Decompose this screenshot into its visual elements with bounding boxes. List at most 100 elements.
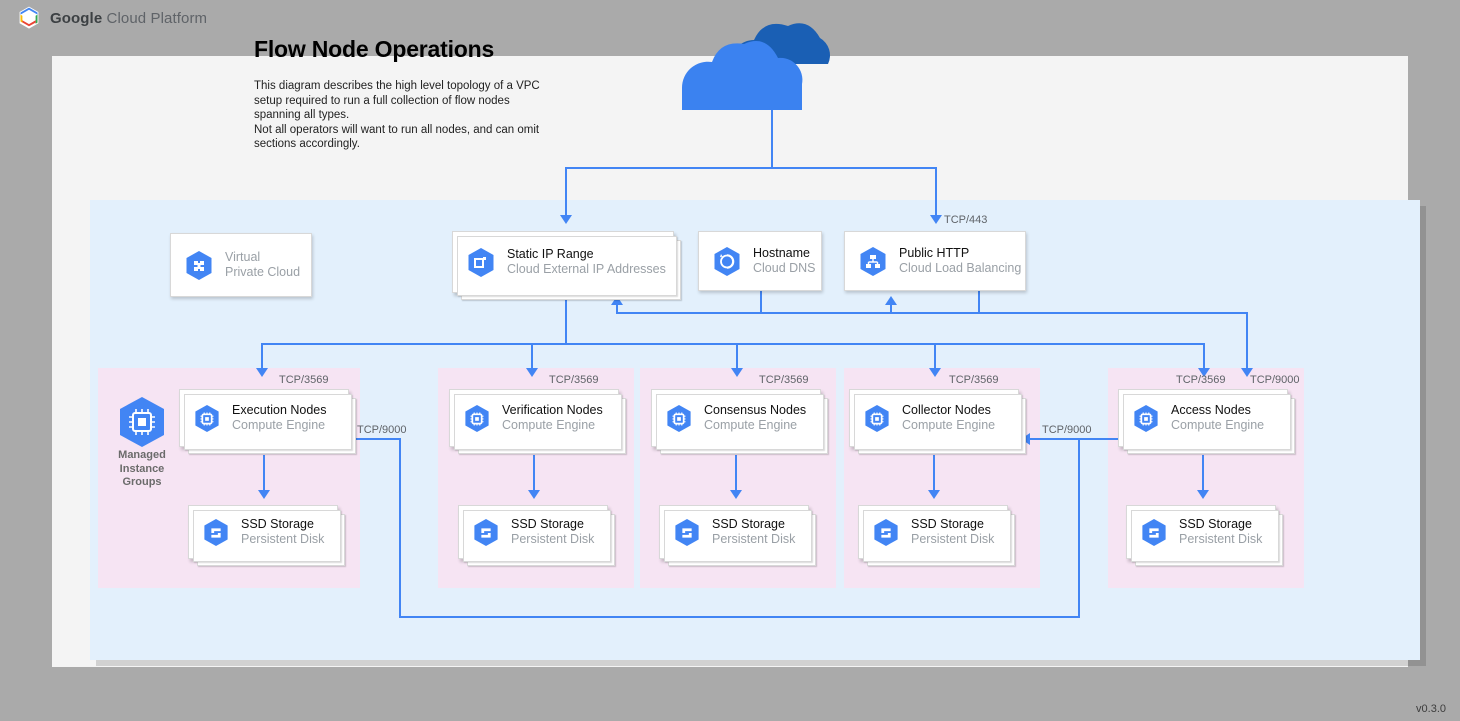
card-subtitle: Compute Engine	[232, 418, 326, 432]
node-card-ssd-storage-collector[interactable]: SSD Storage Persistent Disk	[858, 505, 1015, 566]
card-subtitle: Private Cloud	[225, 265, 301, 279]
connector-execution-to-ssd	[263, 455, 265, 493]
node-card-ssd-storage-verification[interactable]: SSD Storage Persistent Disk	[458, 505, 615, 566]
node-card-verification-nodes[interactable]: Verification Nodes Compute Engine	[449, 389, 626, 454]
card-text: Collector Nodes Compute Engine	[902, 403, 995, 433]
port-label-access-3569: TCP/3569	[1176, 374, 1226, 386]
connector-staticip-down	[565, 292, 567, 343]
connector-collector-to-ssd	[933, 455, 935, 493]
node-card-access-nodes[interactable]: Access Nodes Compute Engine	[1118, 389, 1295, 454]
connector-bus-to-verification	[531, 343, 533, 371]
arrowhead-cloud-to-staticip	[560, 215, 572, 224]
arrowhead-collector-3569	[929, 368, 941, 377]
connector-consensus-to-ssd	[735, 455, 737, 493]
compute-engine-icon	[667, 404, 691, 432]
card-text: SSD Storage Persistent Disk	[911, 517, 994, 547]
card-title: SSD Storage	[241, 517, 314, 531]
card-title: SSD Storage	[511, 517, 584, 531]
diagram-description: This diagram describes the high level to…	[254, 80, 540, 151]
compute-engine-icon	[1134, 404, 1158, 432]
node-card-ssd-storage-execution[interactable]: SSD Storage Persistent Disk	[188, 505, 345, 566]
port-label-collector-9000: TCP/9000	[1042, 424, 1092, 436]
arrowhead-verification-3569	[526, 368, 538, 377]
arrowhead-access-ssd	[1197, 490, 1209, 499]
compute-engine-icon	[465, 404, 489, 432]
card-text: Consensus Nodes Compute Engine	[704, 403, 806, 433]
cloud-icon	[681, 23, 830, 110]
arrowhead-collector-ssd	[928, 490, 940, 499]
connector-bus-to-collector	[934, 343, 936, 371]
brand-google: Google	[50, 9, 103, 27]
cloud-external-ip-icon	[468, 247, 494, 277]
port-label-https: TCP/443	[944, 214, 988, 226]
card-title: SSD Storage	[911, 517, 984, 531]
card-subtitle: Cloud DNS	[753, 261, 816, 275]
brand-rest: Cloud Platform	[102, 9, 208, 27]
virtual-private-cloud-icon	[186, 250, 212, 280]
connector-distribution-bus	[261, 343, 1203, 345]
connector-bus-to-execution	[261, 343, 263, 371]
arrowhead-verification-ssd	[528, 490, 540, 499]
node-card-ssd-storage-access[interactable]: SSD Storage Persistent Disk	[1126, 505, 1283, 566]
connector-access-to-ssd	[1202, 455, 1204, 493]
connector-bus-to-consensus	[736, 343, 738, 371]
arrowhead-consensus-ssd	[730, 490, 742, 499]
port-label-execution-9000: TCP/9000	[357, 424, 407, 436]
connector-return-to-publichttp	[890, 304, 892, 314]
arrowhead-execution-ssd	[258, 490, 270, 499]
compute-engine-icon	[865, 404, 889, 432]
connector-return-to-staticip	[616, 304, 618, 314]
connector-cloud-to-publichttp	[935, 167, 937, 217]
card-title: Verification Nodes	[502, 403, 603, 417]
connector-publichttp-down	[978, 288, 980, 314]
node-card-hostname[interactable]: Hostname Cloud DNS	[698, 231, 822, 291]
cloud-load-balancing-icon	[860, 246, 886, 276]
node-card-execution-nodes[interactable]: Execution Nodes Compute Engine	[179, 389, 356, 454]
card-subtitle: Compute Engine	[704, 418, 798, 432]
connector-loop-bottom	[399, 616, 1080, 618]
card-title: Public HTTP	[899, 246, 970, 260]
card-title: SSD Storage	[712, 517, 785, 531]
card-title: Static IP Range	[507, 247, 594, 261]
card-subtitle: Compute Engine	[902, 418, 996, 432]
connector-cloud-bus	[565, 167, 937, 169]
arrowhead-return-to-staticip	[611, 296, 623, 305]
node-card-static-ip-range[interactable]: Static IP Range Cloud External IP Addres…	[452, 231, 681, 300]
connector-loop-down	[1078, 438, 1080, 618]
card-subtitle: Cloud External IP Addresses	[507, 262, 666, 276]
version-label: v0.3.0	[1416, 703, 1446, 715]
card-subtitle: Compute Engine	[502, 418, 596, 432]
connector-bus-to-access	[1203, 343, 1205, 371]
persistent-disk-icon	[204, 518, 228, 546]
connector-verification-to-ssd	[533, 455, 535, 493]
node-card-virtual-private-cloud[interactable]: Virtual Private Cloud	[170, 233, 312, 297]
connector-loop-up	[399, 438, 401, 618]
node-card-collector-nodes[interactable]: Collector Nodes Compute Engine	[849, 389, 1026, 454]
card-title: Virtual	[225, 250, 261, 264]
persistent-disk-icon	[874, 518, 898, 546]
card-text: Verification Nodes Compute Engine	[502, 403, 603, 433]
port-label-access-9000: TCP/9000	[1250, 374, 1300, 386]
connector-loop-to-execution	[352, 438, 401, 440]
card-title: Execution Nodes	[232, 403, 327, 417]
persistent-disk-icon	[675, 518, 699, 546]
connector-cloud-stem	[771, 104, 773, 168]
card-text: SSD Storage Persistent Disk	[712, 517, 795, 547]
gcp-header: Google Cloud Platform	[0, 0, 1460, 36]
compute-engine-icon	[195, 404, 219, 432]
persistent-disk-icon	[1142, 518, 1166, 546]
card-title: Hostname	[753, 246, 810, 260]
card-text: Access Nodes Compute Engine	[1171, 403, 1264, 433]
node-card-public-http[interactable]: Public HTTP Cloud Load Balancing	[844, 231, 1026, 291]
card-text: Execution Nodes Compute Engine	[232, 403, 327, 433]
node-card-consensus-nodes[interactable]: Consensus Nodes Compute Engine	[651, 389, 828, 454]
google-cloud-logo-icon	[19, 6, 39, 29]
arrowhead-cloud-to-publichttp	[930, 215, 942, 224]
node-card-ssd-storage-consensus[interactable]: SSD Storage Persistent Disk	[659, 505, 816, 566]
gcp-brand-text: Google Cloud Platform	[50, 10, 207, 27]
page-title: Flow Node Operations	[254, 36, 495, 62]
connector-cloud-to-staticip	[565, 167, 567, 217]
card-title: Access Nodes	[1171, 403, 1251, 417]
arrowhead-access-9000-in	[1241, 368, 1253, 377]
